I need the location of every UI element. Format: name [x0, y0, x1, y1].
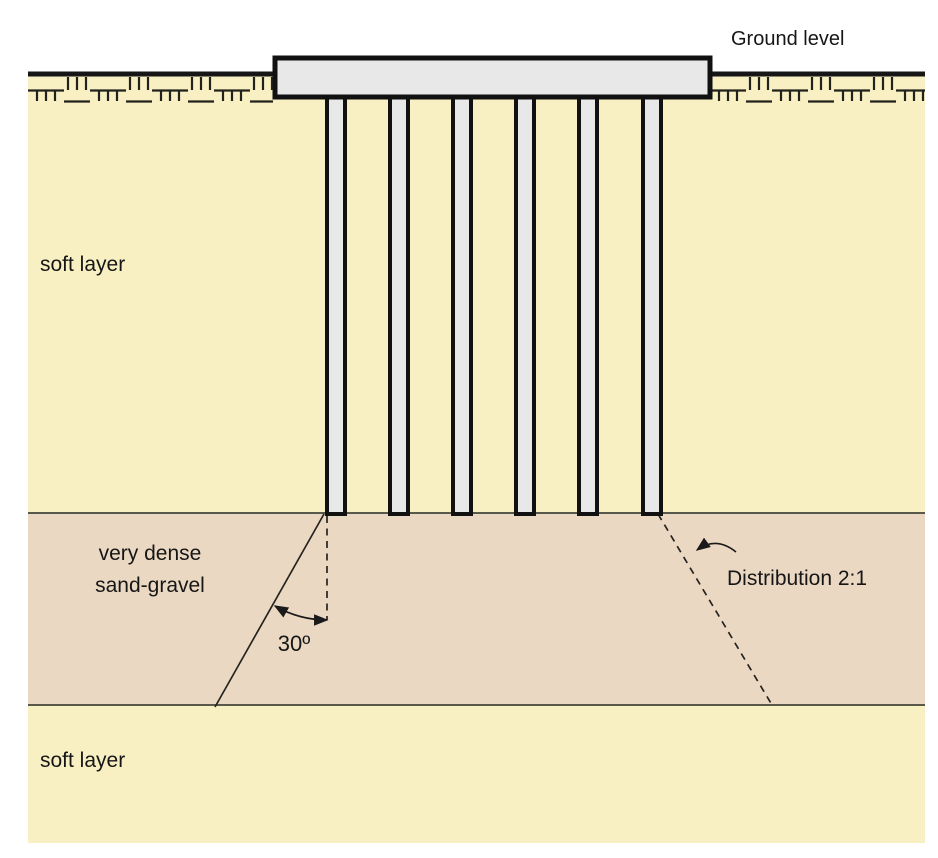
spread-line-30deg: [214, 513, 325, 708]
ground-level-label: Ground level: [731, 28, 844, 50]
soil-layers: [28, 76, 925, 843]
ground-hatch-left: [28, 77, 273, 104]
pile: [577, 95, 599, 516]
angle-label: 30º: [278, 631, 311, 656]
dense-layer-label-line2: sand-gravel: [95, 574, 205, 597]
ground-hatch-right: [712, 77, 925, 104]
pile-group: [325, 95, 663, 516]
dense-layer-label-line1: very dense: [99, 542, 202, 565]
distribution-label: Distribution 2:1: [727, 567, 867, 590]
pile: [325, 95, 347, 516]
pile: [451, 95, 473, 516]
soft-layer-top-label: soft layer: [40, 253, 125, 276]
dense-sand-gravel-region: [28, 513, 925, 705]
distribution-pointer-arrow-icon: [695, 537, 737, 553]
soft-layer-bottom-label: soft layer: [40, 749, 125, 772]
pile: [388, 95, 410, 516]
soft-layer-top-region: [28, 76, 925, 513]
load-distribution-annotations: [214, 513, 773, 708]
soft-layer-bottom-region: [28, 705, 925, 843]
pile: [641, 95, 663, 516]
pile: [514, 95, 536, 516]
angle-arc-double-arrow-icon: [273, 605, 329, 626]
pile-cap: [272, 55, 713, 100]
